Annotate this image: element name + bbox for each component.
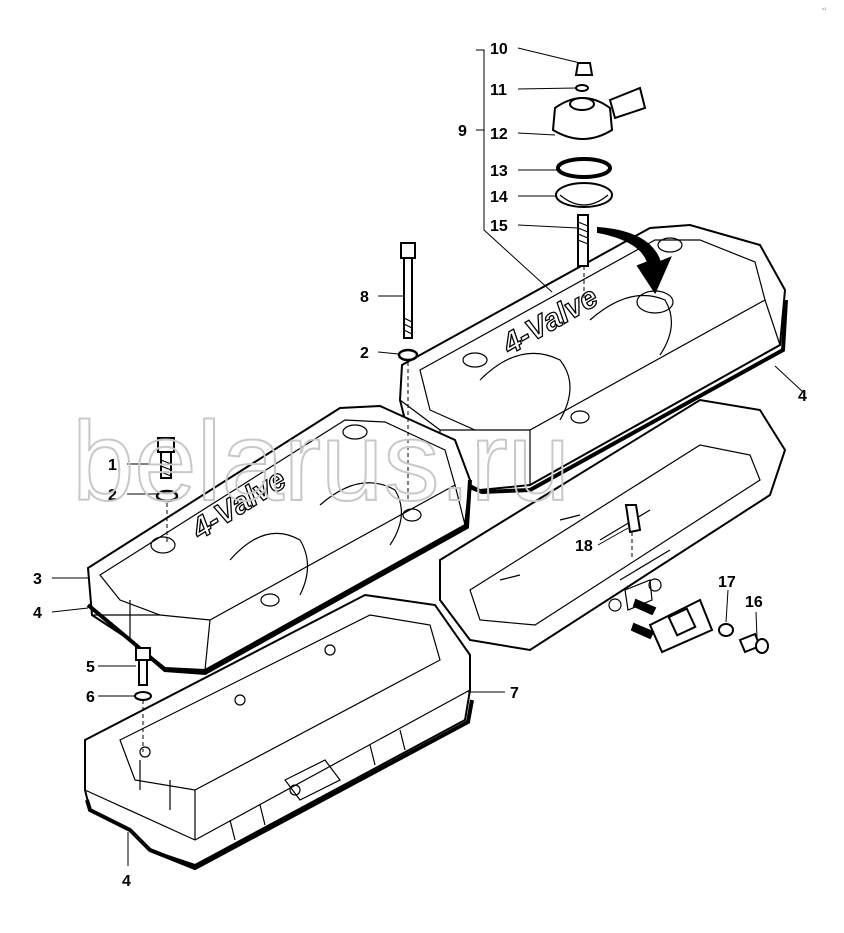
rear-intermediate-frame — [439, 398, 787, 652]
cover-bolt-boss — [150, 536, 176, 554]
washer — [718, 623, 734, 637]
callout-17: 17 — [718, 574, 736, 591]
callout-2a: 2 — [360, 345, 369, 362]
callout-10: 10 — [490, 41, 508, 58]
callout-13: 13 — [490, 163, 508, 180]
callout-12: 12 — [490, 126, 508, 143]
spring-washer — [134, 691, 152, 701]
cover-bolt-boss — [342, 424, 368, 440]
mounting-bolt-hole — [608, 598, 622, 612]
bolt-hole — [324, 644, 336, 656]
front-gasket — [86, 479, 472, 676]
callout-leaders — [51, 47, 804, 866]
long-bolt-head — [400, 242, 416, 259]
cover-bolt — [160, 451, 172, 479]
breather-cap — [574, 62, 594, 76]
bolt-head — [157, 437, 175, 453]
callout-3: 3 — [33, 571, 42, 588]
frame-bolt-head — [135, 647, 151, 661]
callout-14: 14 — [490, 189, 508, 206]
mounting-bolt-hole — [648, 578, 662, 592]
filter-plate — [555, 182, 613, 208]
watermark: belarus.ru — [72, 399, 570, 524]
callout-2b: 2 — [108, 487, 117, 504]
callout-16: 16 — [745, 594, 763, 611]
o-ring — [556, 157, 612, 179]
callout-7: 7 — [510, 685, 519, 702]
callout-4b: 4 — [33, 605, 42, 622]
callout-18: 18 — [575, 538, 593, 555]
callout-8: 8 — [360, 289, 369, 306]
callout-4c: 4 — [122, 873, 131, 890]
frame-bolt — [138, 659, 148, 686]
sealing-washer — [397, 348, 419, 362]
cover-bolt-boss — [260, 593, 280, 607]
bolt-hole — [234, 694, 246, 706]
connector-socket — [667, 607, 697, 637]
breather-port — [289, 784, 301, 796]
callout-9: 9 — [458, 123, 467, 140]
cover-bolt-boss — [570, 410, 590, 424]
callout-15: 15 — [490, 218, 508, 235]
breather-outlet — [608, 86, 647, 120]
cover-bolt-boss — [657, 237, 683, 253]
corner-mark: v1 — [822, 6, 827, 11]
sealing-washer — [155, 489, 179, 503]
bolt-hole — [139, 746, 151, 758]
installation-arrow — [597, 226, 672, 295]
bottom-gasket — [85, 699, 474, 871]
sensor — [624, 504, 642, 534]
long-bolt — [403, 257, 413, 339]
cover-bolt-boss — [402, 508, 422, 522]
cover-bolt-boss — [462, 352, 488, 368]
breather-stud — [577, 214, 589, 267]
callout-6: 6 — [86, 689, 95, 706]
callout-11: 11 — [490, 82, 507, 99]
callout-4a: 4 — [798, 388, 807, 405]
callout-1: 1 — [108, 457, 117, 474]
callout-5: 5 — [86, 659, 95, 676]
washer — [575, 84, 589, 92]
